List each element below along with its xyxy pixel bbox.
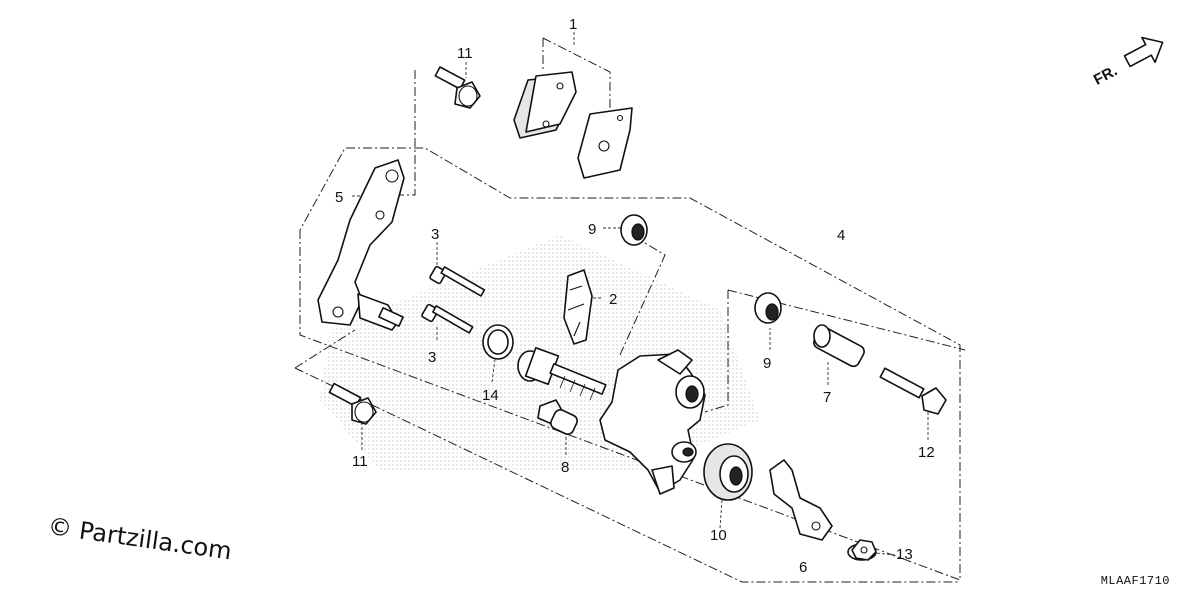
front-direction-label: FR. xyxy=(1091,62,1120,88)
callout-11-lower: 11 xyxy=(352,453,368,470)
flange-bolt-upper[interactable] xyxy=(434,66,481,109)
callout-2: 2 xyxy=(609,291,617,308)
callout-7: 7 xyxy=(823,389,831,406)
piston-cap[interactable] xyxy=(703,443,753,501)
pin-boot-lower[interactable] xyxy=(754,292,782,324)
callout-labels: 1 2 3 3 4 5 6 7 8 9 9 10 11 11 12 13 14 xyxy=(335,16,935,576)
pin-sleeve[interactable] xyxy=(812,324,866,368)
front-direction-arrow: FR. xyxy=(1091,36,1164,89)
callout-1: 1 xyxy=(569,16,577,33)
caliper-body[interactable] xyxy=(599,349,706,495)
piston-seal[interactable] xyxy=(482,324,514,360)
callout-11-upper: 11 xyxy=(457,45,473,62)
callout-9-lower: 9 xyxy=(763,355,771,372)
slide-pin-upper[interactable] xyxy=(429,265,486,297)
callout-3-upper: 3 xyxy=(431,226,439,243)
caliper-piston[interactable] xyxy=(517,347,607,401)
callout-13: 13 xyxy=(896,546,913,563)
callout-10: 10 xyxy=(710,527,727,544)
retainer-plate[interactable] xyxy=(769,459,833,541)
pin-boot-upper[interactable] xyxy=(620,214,648,246)
brake-pads[interactable] xyxy=(513,71,633,179)
callout-12: 12 xyxy=(918,444,935,461)
callout-4: 4 xyxy=(837,227,845,244)
callout-5: 5 xyxy=(335,189,343,206)
flange-nut[interactable] xyxy=(847,539,877,561)
slide-pin-lower[interactable] xyxy=(421,303,474,334)
bleeder-bolt[interactable] xyxy=(537,399,579,436)
flange-bolt-lower[interactable] xyxy=(328,382,377,425)
callout-9-upper: 9 xyxy=(588,221,596,238)
flange-bolt-right[interactable] xyxy=(879,367,947,415)
callout-14: 14 xyxy=(482,387,499,404)
callout-8: 8 xyxy=(561,459,569,476)
callout-3-lower: 3 xyxy=(428,349,436,366)
pad-spring[interactable] xyxy=(563,269,593,345)
callout-6: 6 xyxy=(799,559,807,576)
diagram-code: MLAAF1710 xyxy=(1100,574,1170,588)
caliper-bracket[interactable] xyxy=(317,159,405,331)
